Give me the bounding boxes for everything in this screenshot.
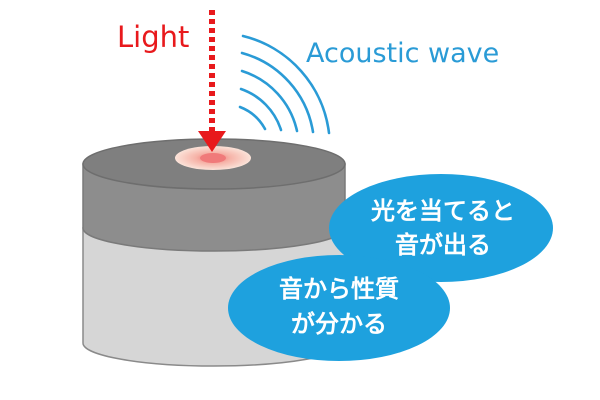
wave-arc-4 xyxy=(240,51,315,134)
wave-arc-3 xyxy=(240,69,299,133)
wave-arc-5 xyxy=(241,34,331,135)
bubble-light-to-sound: 光を当てると 音が出る xyxy=(329,174,553,282)
light-label: Light xyxy=(117,20,189,54)
bubble-shape xyxy=(329,174,553,282)
bubble-line-1: 音から性質 xyxy=(279,275,399,303)
wave-arc-1 xyxy=(238,105,267,131)
light-arrow-head xyxy=(198,131,226,152)
bubble-line-2: が分かる xyxy=(291,310,387,338)
acoustic-wave-label: Acoustic wave xyxy=(306,38,499,69)
wave-arc-2 xyxy=(239,87,283,132)
bubble-line-2: 音が出る xyxy=(395,231,491,259)
bubble-line-1: 光を当てると xyxy=(370,197,515,225)
bubble-shape xyxy=(228,255,450,361)
acoustic-wave-arcs xyxy=(238,34,331,135)
light-spot-core xyxy=(200,153,226,163)
bubble-sound-to-property: 音から性質 が分かる xyxy=(228,255,450,361)
light-arrow xyxy=(198,10,226,152)
